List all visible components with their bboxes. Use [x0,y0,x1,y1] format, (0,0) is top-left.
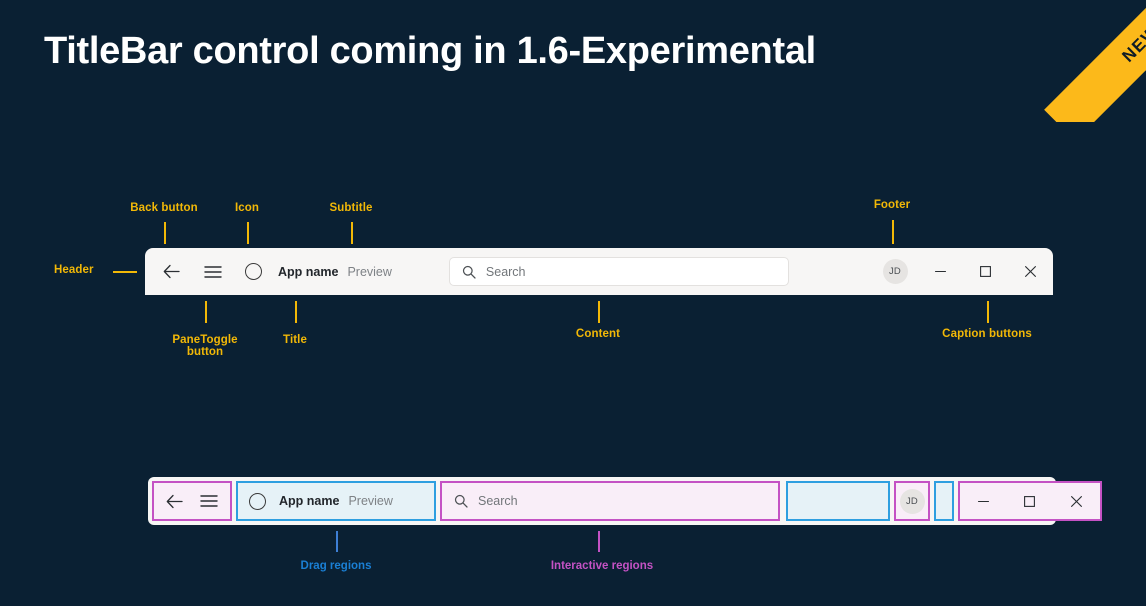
circle-app-icon [249,492,266,510]
annotation-pane-toggle: PaneToggle button [172,334,237,358]
annotation-pane-toggle-line2: button [186,346,224,358]
legend-interactive-regions: Interactive regions [550,560,654,572]
annotation-icon-tick [247,222,249,244]
pane-toggle-button[interactable] [196,256,230,288]
legend-drag-regions: Drag regions [300,560,372,572]
legend-interactive-tick [598,531,600,552]
maximize-button[interactable] [963,248,1008,295]
new-ribbon-label: NEW [1118,21,1146,66]
region-interactive-avatar[interactable]: JD [894,481,930,521]
avatar-initials: JD [899,488,925,514]
annotation-back-button: Back button [130,202,198,214]
maximize-icon [979,265,992,278]
search-input[interactable]: Search [448,257,789,286]
maximize-icon [1023,495,1036,508]
region-diagram: App name Preview Search JD [148,477,1102,525]
search-placeholder: Search [485,264,526,279]
annotation-footer: Footer [873,199,911,211]
annotation-pane-toggle-tick [205,301,207,323]
annotation-pane-toggle-line1: PaneToggle [172,334,238,346]
annotation-title-tick [295,301,297,323]
search-icon [454,494,468,508]
back-button[interactable] [154,256,188,288]
annotation-content: Content [575,328,621,340]
annotation-caption-buttons: Caption buttons [942,328,1032,340]
annotation-icon: Icon [234,202,260,214]
circle-app-icon [244,263,262,280]
minimize-button[interactable] [918,248,963,295]
avatar[interactable]: JD [878,256,912,288]
app-subtitle: Preview [347,264,392,279]
page-title: TitleBar control coming in 1.6-Experimen… [44,30,816,72]
app-title: App name [278,264,339,279]
back-arrow-icon [166,494,183,509]
minimize-icon [934,266,947,277]
close-button[interactable] [1008,248,1053,295]
hamburger-menu-icon [204,265,222,279]
search-placeholder: Search [478,494,518,508]
legend-drag-tick [336,531,338,552]
hamburger-menu-icon [200,494,218,508]
region-drag-gap [934,481,954,521]
region-drag-app-identity: App name Preview [236,481,436,521]
app-subtitle: Preview [348,494,393,508]
region-interactive-nav-buttons[interactable] [152,481,232,521]
search-icon [462,265,476,279]
annotation-title: Title [283,334,307,346]
annotation-header-connector [113,271,137,273]
annotation-header: Header [54,264,94,276]
avatar-initials: JD [882,259,908,284]
close-icon [1024,265,1037,278]
close-icon [1070,495,1083,508]
app-title: App name [279,494,340,508]
annotation-content-tick [598,301,600,323]
titlebar-control: App name Preview Search JD [145,248,1053,295]
region-drag-center [786,481,890,521]
annotation-subtitle: Subtitle [329,202,373,214]
region-interactive-search[interactable]: Search [440,481,780,521]
app-icon [236,256,270,288]
region-interactive-caption-buttons[interactable] [958,481,1102,521]
annotation-subtitle-tick [351,222,353,244]
minimize-icon [977,496,990,507]
new-ribbon-band: NEW [1044,0,1146,122]
annotation-footer-tick [892,220,894,244]
annotation-caption-buttons-tick [987,301,989,323]
back-arrow-icon [163,264,180,279]
annotation-back-button-tick [164,222,166,244]
new-ribbon: NEW [1020,0,1146,122]
